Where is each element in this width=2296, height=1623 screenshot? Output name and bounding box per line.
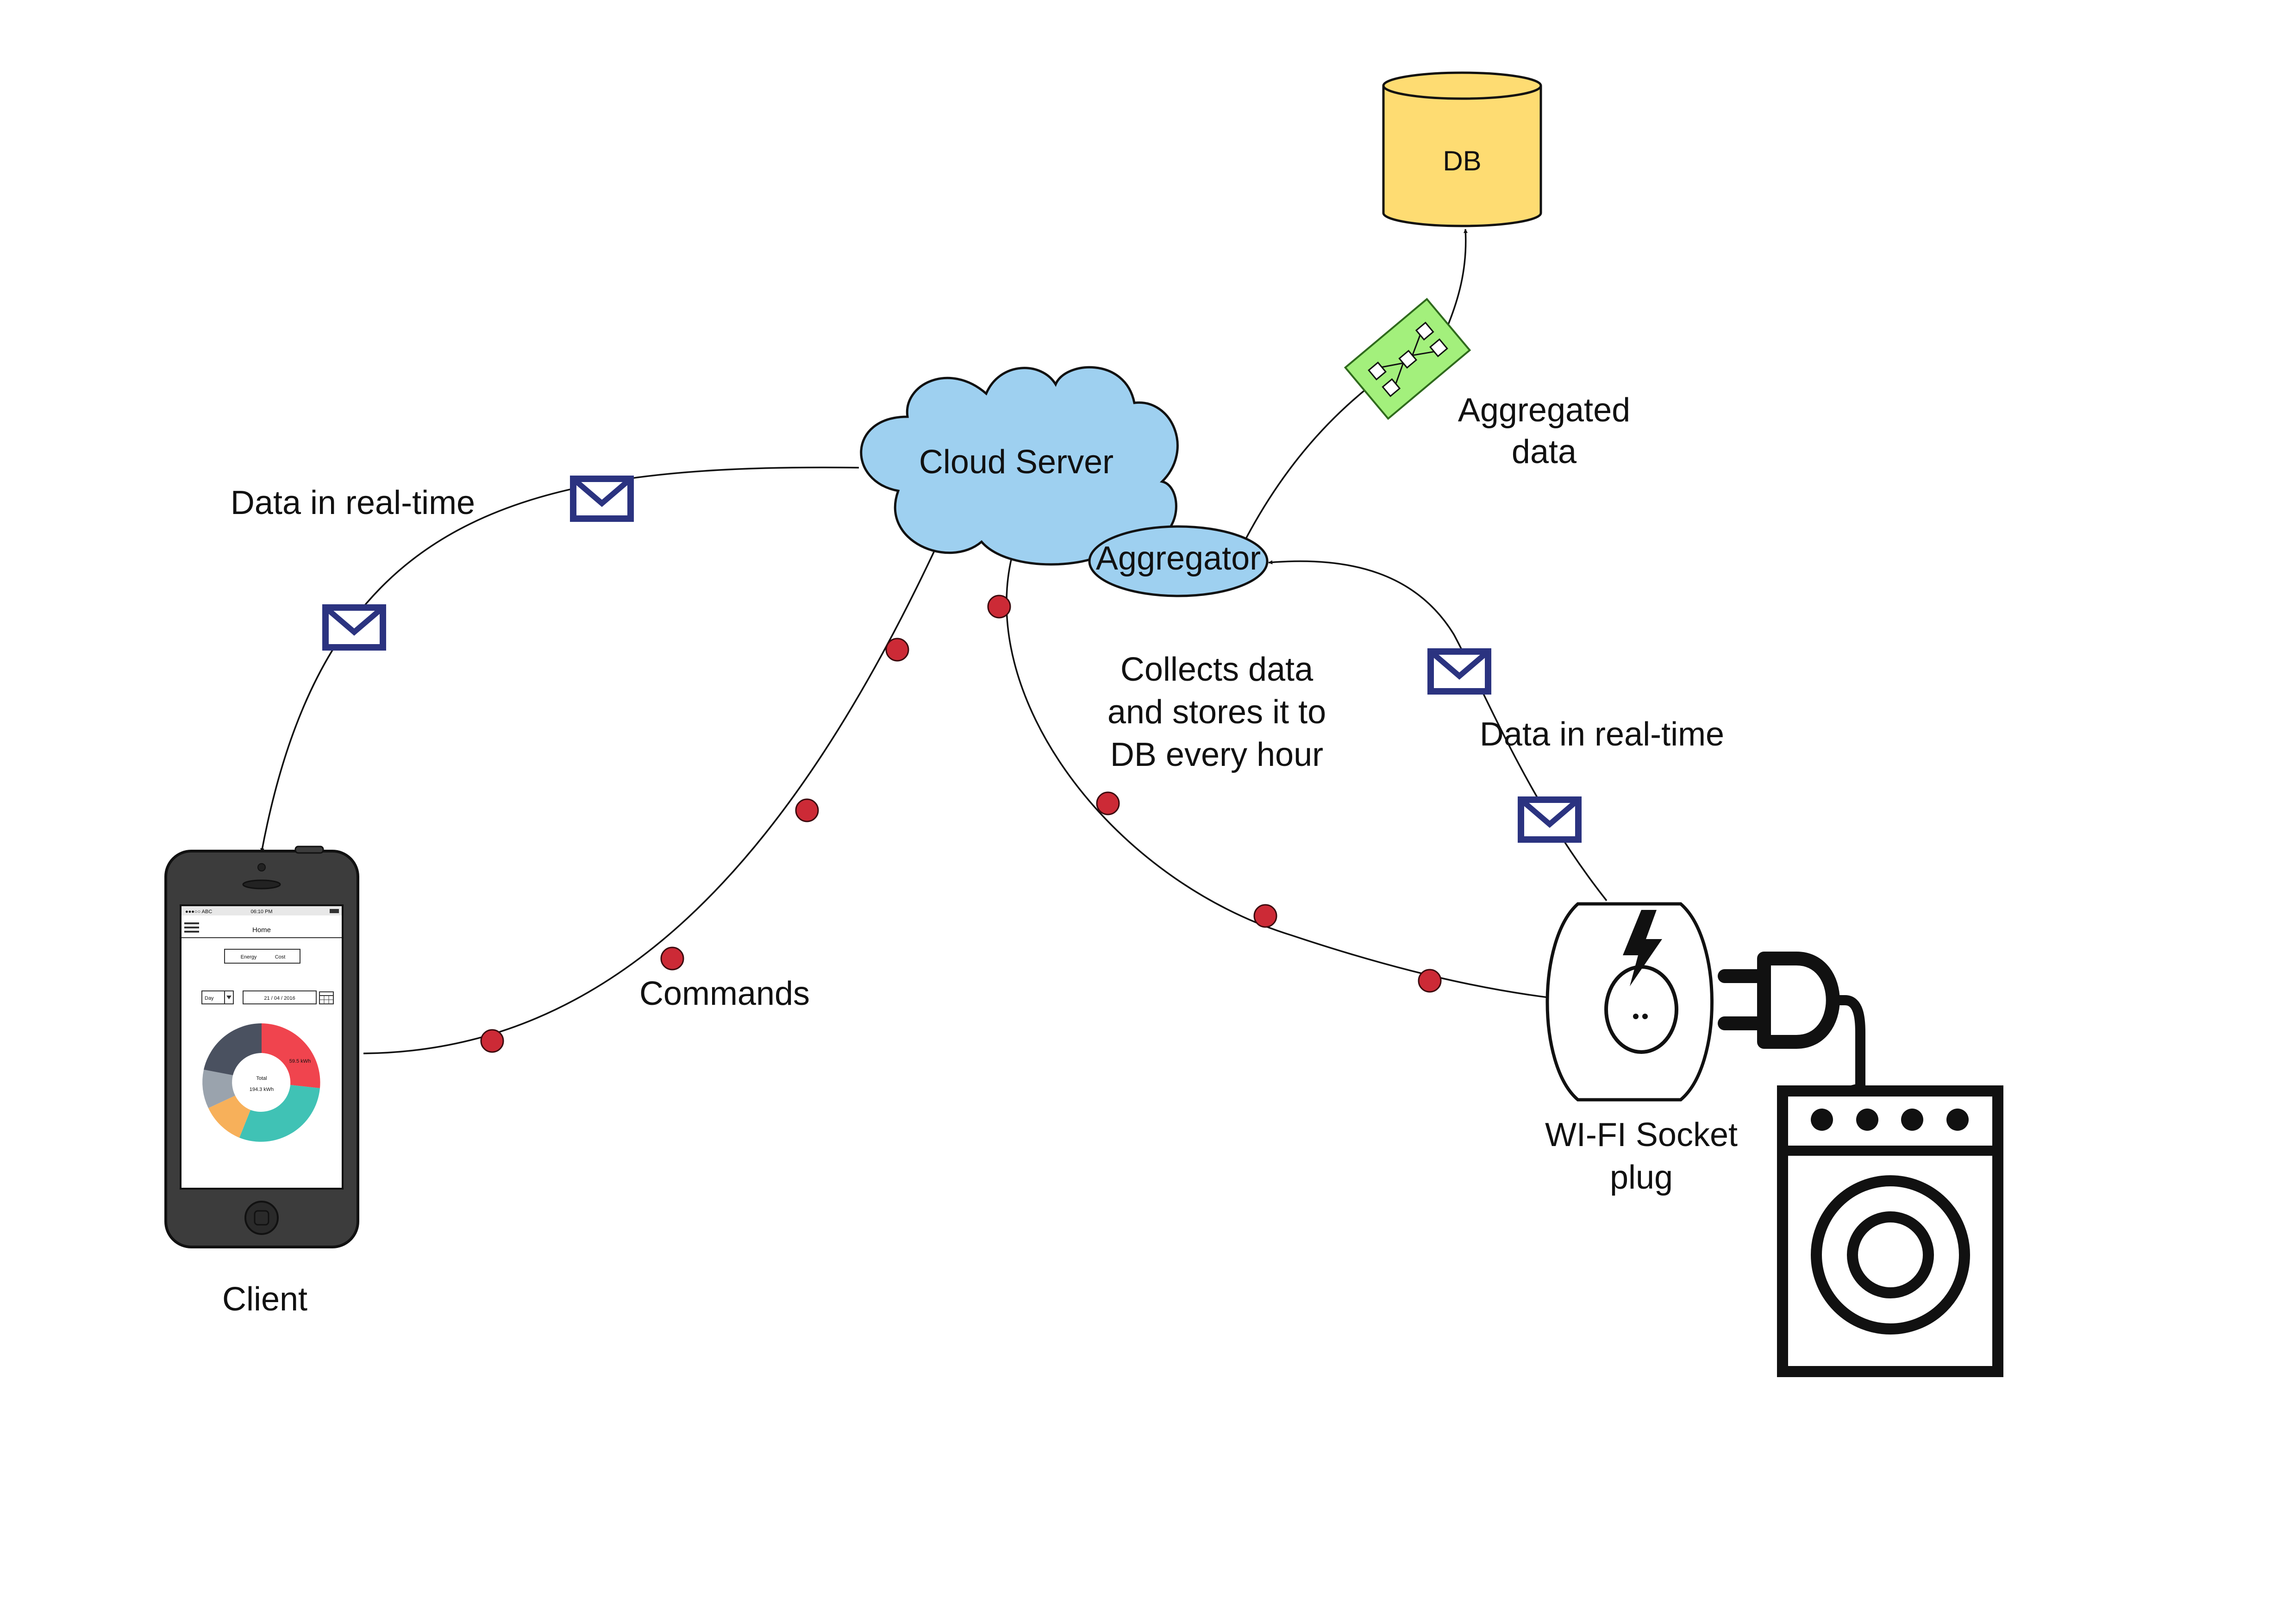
period-select[interactable]: Day (201, 990, 234, 1004)
database[interactable]: DB (1382, 71, 1542, 227)
collect-dot (1096, 791, 1120, 815)
edge-client-to-cloud (363, 544, 938, 1054)
socket-label-2: plug (1610, 1159, 1673, 1196)
client-label: Client (222, 1281, 307, 1318)
home-button[interactable] (244, 1201, 279, 1235)
calendar-icon[interactable] (319, 991, 334, 1004)
aggregator-label: Aggregator (1096, 540, 1261, 577)
edge-label-commands: Commands (639, 975, 810, 1012)
edge-label-collects-3: DB every hour (1110, 736, 1323, 773)
collect-dot (1418, 969, 1442, 993)
plug-icon (1718, 952, 1865, 1100)
edge-label-collects-2: and stores it to (1107, 694, 1326, 731)
command-dot (660, 946, 684, 971)
donut-slice-label: 59.5 kWh (289, 1059, 311, 1064)
donut-slice (208, 1096, 250, 1138)
edge-label-collects-1: Collects data (1120, 651, 1314, 688)
date-value: 21 / 04 / 2016 (264, 996, 295, 1001)
db-label: DB (1443, 145, 1481, 176)
edge-label-data-realtime-client: Data in real-time (231, 484, 475, 521)
envelope-icon (573, 479, 631, 519)
collect-dot (1253, 904, 1277, 928)
cloud-server-label: Cloud Server (919, 444, 1114, 481)
edge-label-data-realtime-socket: Data in real-time (1480, 716, 1724, 753)
socket-label-1: WI-FI Socket (1545, 1116, 1738, 1153)
screen-title: Home (252, 926, 271, 934)
menu-icon[interactable] (184, 922, 199, 933)
phone-speaker (242, 879, 281, 890)
command-dot (885, 638, 909, 662)
cloud-server[interactable]: Cloud Server (860, 366, 1179, 566)
period-value: Day (205, 996, 214, 1001)
status-bar (181, 906, 342, 915)
aggregated-data-icon (1344, 298, 1471, 420)
aggregated-data-label-2: data (1512, 433, 1577, 470)
status-time: 06:10 PM (250, 909, 272, 915)
envelope-icon (1431, 652, 1488, 691)
client-phone[interactable]: ●●●○○ ABC 06:10 PM Home Energy Cost Day … (164, 846, 359, 1248)
donut-center-label: Total (256, 1076, 267, 1081)
donut-center-value: 194.3 kWh (250, 1087, 274, 1092)
energy-cost-toggle[interactable]: Energy Cost (224, 949, 300, 964)
wifi-socket-plug[interactable] (1545, 902, 1714, 1102)
donut-slice (202, 1070, 235, 1108)
donut-slice (239, 1085, 320, 1142)
washing-machine-icon (1777, 1085, 2003, 1377)
toggle-cost[interactable]: Cost (275, 954, 286, 960)
energy-donut-chart: Total 194.3 kWh 59.5 kWh (202, 1023, 320, 1142)
battery-icon (330, 909, 339, 913)
chevron-down-icon (226, 996, 231, 999)
aggregator[interactable]: Aggregator (1088, 525, 1269, 597)
envelope-icon (325, 608, 383, 647)
date-field[interactable]: 21 / 04 / 2016 (243, 990, 317, 1004)
donut-slice (262, 1023, 320, 1088)
edge-cloud-to-socket (1006, 548, 1572, 1002)
lightning-icon (1623, 910, 1662, 986)
envelope-icon (1521, 800, 1578, 840)
toggle-energy[interactable]: Energy (241, 954, 257, 960)
aggregated-data-label-1: Aggregated (1458, 392, 1630, 429)
edge-cloud-to-client (260, 466, 859, 852)
donut-slice (204, 1023, 262, 1075)
status-carrier: ●●●○○ ABC (185, 909, 212, 915)
command-dot (795, 798, 819, 822)
edge-aggregator-to-db (1245, 229, 1468, 540)
collect-dot (987, 595, 1011, 619)
command-dot (480, 1029, 504, 1053)
